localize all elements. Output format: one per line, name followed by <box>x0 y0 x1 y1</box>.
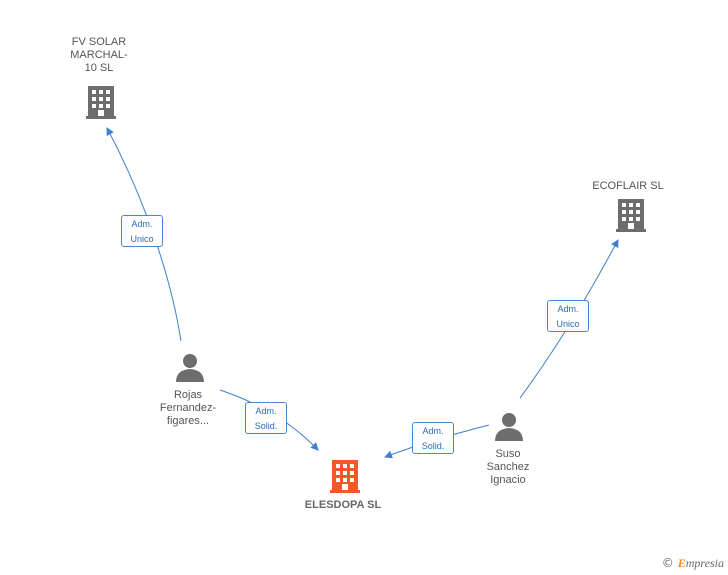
building-icon[interactable] <box>616 199 646 232</box>
brand-name: mpresia <box>685 556 724 570</box>
node-label-ecoflair[interactable]: ECOFLAIR SL <box>592 180 664 192</box>
relation-badge-suso-elesdopa[interactable]: Adm. Solid. <box>412 422 454 454</box>
building-icon[interactable] <box>86 86 116 119</box>
empresia-logo: ©Empresia <box>662 556 724 571</box>
person-icon[interactable] <box>176 354 204 382</box>
building-icon-highlighted[interactable] <box>330 460 360 493</box>
node-label-fv-solar[interactable]: FV SOLAR MARCHAL- 10 SL <box>70 36 128 74</box>
relation-badge-rojas-fv-solar[interactable]: Adm. Unico <box>121 215 163 247</box>
copyright-icon: © <box>661 556 674 570</box>
node-label-suso[interactable]: Suso Sanchez Ignacio <box>486 448 530 486</box>
relation-badge-suso-ecoflair[interactable]: Adm. Unico <box>547 300 589 332</box>
node-label-rojas[interactable]: Rojas Fernandez- figares... <box>159 389 217 427</box>
node-label-elesdopa[interactable]: ELESDOPA SL <box>304 499 382 511</box>
person-icon[interactable] <box>495 413 523 441</box>
brand-initial: E <box>677 556 686 570</box>
relation-badge-rojas-elesdopa[interactable]: Adm. Solid. <box>245 402 287 434</box>
